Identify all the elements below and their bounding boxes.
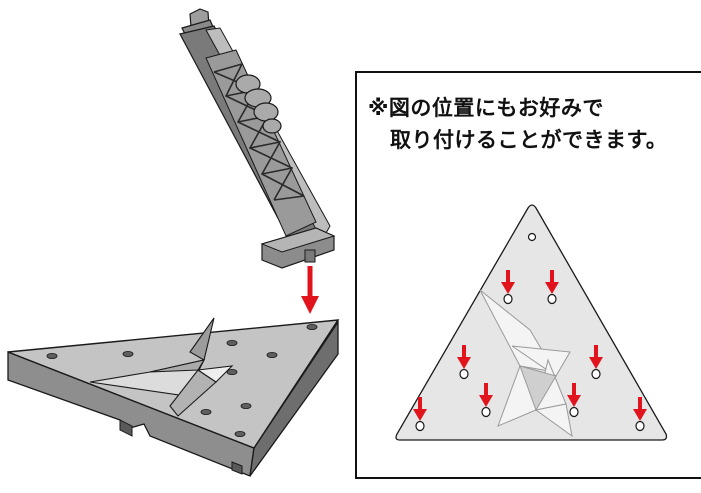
triangle-base-part — [7, 317, 340, 477]
arrow-down-icon — [567, 383, 581, 407]
arrow-down-icon — [589, 345, 603, 369]
triangle-plate-diagram — [395, 204, 668, 441]
arrow-down-icon — [457, 345, 471, 369]
arrow-down-icon — [413, 397, 427, 421]
display-arm-part — [179, 8, 336, 269]
arrow-down-icon — [479, 383, 493, 407]
note-line-1: ※図の位置にもお好みで — [368, 96, 604, 120]
note-line-2: 取り付けることができます。 — [390, 128, 668, 152]
arrow-down-icon — [501, 270, 515, 294]
arrow-down-icon — [545, 270, 559, 294]
arrow-down-icon — [633, 397, 647, 421]
insert-arrow-icon — [301, 266, 319, 314]
mount-arrows — [413, 270, 647, 421]
